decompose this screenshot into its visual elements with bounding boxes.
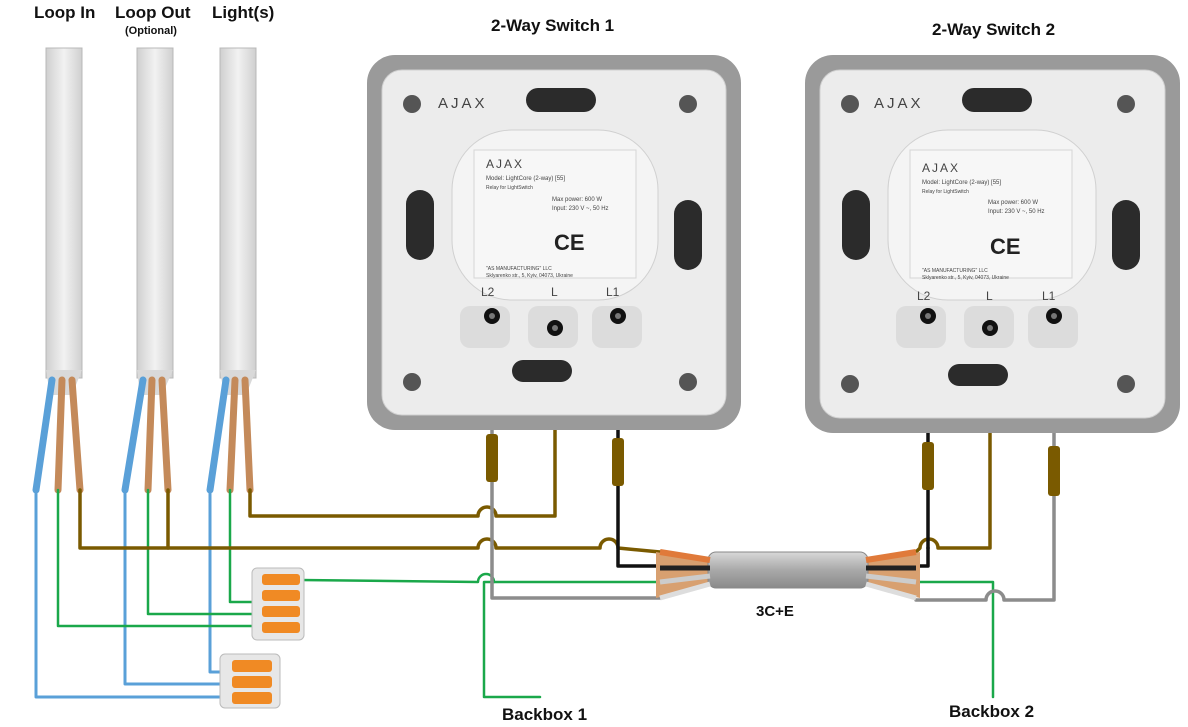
switch-2-title: 2-Way Switch 2 — [932, 20, 1056, 39]
backbox-1-label: Backbox 1 — [502, 705, 588, 724]
switch-1-title: 2-Way Switch 1 — [491, 16, 615, 35]
lights-cable — [219, 47, 257, 395]
switch-2-device: AJAX AJAX Model: LightCore (2-way) [55] … — [805, 55, 1180, 433]
switch-1-ce-mark: CE — [554, 230, 585, 255]
neutral-wires — [34, 488, 227, 699]
switch-1-model: Model: LightCore (2-way) [55] — [486, 176, 565, 182]
switch-2-max-power: Max power: 600 W — [988, 200, 1038, 206]
switch-2-address: Sklyarenko str., 5, Kyiv, 04073, Ukraine — [922, 275, 1009, 281]
earth-wires — [56, 488, 995, 699]
switch-1-terminal-l: L — [551, 285, 558, 299]
wago-connector-earth — [251, 567, 305, 641]
switch-2-model: Model: LightCore (2-way) [55] — [922, 180, 1001, 186]
switch-1-input: Input: 230 V ~, 50 Hz — [552, 206, 609, 212]
switch-2-input: Input: 230 V ~, 50 Hz — [988, 209, 1045, 215]
switch-2-brand: AJAX — [922, 161, 960, 175]
loop-in-cores — [32, 376, 84, 494]
loop-in-label: Loop In — [34, 3, 96, 22]
wago-connector-neutral — [219, 653, 281, 709]
switch-1-max-power: Max power: 600 W — [552, 197, 602, 203]
lights-cores — [206, 376, 254, 494]
switch-1-maker: "AS MANUFACTURING" LLC — [486, 266, 552, 272]
switch-2-ce-mark: CE — [990, 234, 1021, 259]
backbox-2-label: Backbox 2 — [949, 702, 1035, 721]
switch-2-maker: "AS MANUFACTURING" LLC — [922, 268, 988, 274]
loop-out-cable — [136, 47, 174, 395]
switch-1-terminal-l2: L2 — [481, 285, 495, 299]
loop-out-label: Loop Out — [115, 3, 191, 22]
switch-2-terminal-l1: L1 — [1042, 289, 1056, 303]
switch-1-relay: Relay for LightSwitch — [486, 185, 533, 191]
switch-2-terminal-l2: L2 — [917, 289, 931, 303]
switch-2-relay: Relay for LightSwitch — [922, 189, 969, 195]
switch-1-address: Sklyarenko str., 5, Kyiv, 04073, Ukraine — [486, 273, 573, 279]
cable-label: 3C+E — [756, 603, 794, 620]
loop-out-optional-label: (Optional) — [125, 25, 177, 37]
switch-2-terminal-l: L — [986, 289, 993, 303]
3ce-cable — [656, 549, 920, 601]
switch-1-brand: AJAX — [486, 157, 524, 171]
loop-out-cores — [121, 376, 172, 494]
switch-1-device: AJAX AJAX Model: LightCore (2-way) [55] … — [367, 55, 741, 430]
brown-sleeves — [486, 434, 1060, 496]
switch-1-terminal-l1: L1 — [606, 285, 620, 299]
lights-label: Light(s) — [212, 3, 275, 22]
switch-1-embossed-brand: AJAX — [438, 95, 488, 112]
live-wires — [78, 328, 992, 554]
loop-in-cable — [45, 47, 83, 395]
switch-2-embossed-brand: AJAX — [874, 95, 924, 112]
